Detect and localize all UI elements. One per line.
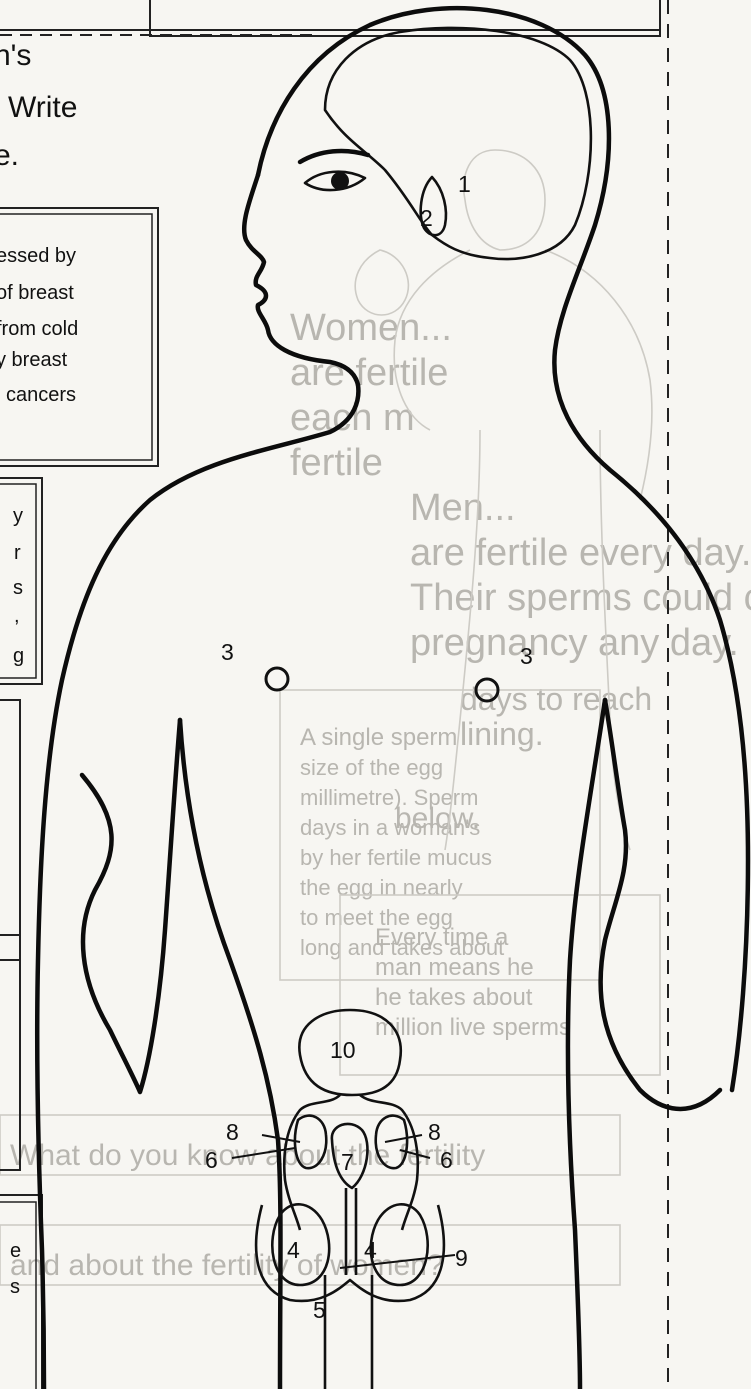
- label-tube-right: 6: [440, 1147, 453, 1173]
- label-brain-2: 2: [420, 205, 433, 231]
- label-vesicle-left: 8: [226, 1119, 239, 1145]
- label-bladder: 10: [330, 1037, 356, 1063]
- breast-left-circle: [266, 668, 288, 690]
- fragment-e: g: [13, 645, 24, 667]
- bg-lining: lining.: [460, 716, 544, 752]
- bg-men-l3: pregnancy any day.: [410, 622, 739, 664]
- bg-live-sperms: million live sperms: [375, 1014, 571, 1041]
- eyebrow: [300, 151, 368, 162]
- bg-men-title: Men...: [410, 487, 516, 529]
- info-box-line-2: of breast: [0, 282, 74, 304]
- bg-takes-about: he takes about: [375, 984, 533, 1011]
- top-text-line-2: Write: [8, 91, 77, 124]
- bg-men-l2: Their sperms could cau: [410, 577, 751, 619]
- fragment-a: y: [13, 505, 23, 527]
- top-text-line-3: e.: [0, 139, 19, 172]
- bg-fertile-mucus: by her fertile mucus: [300, 845, 492, 870]
- bg-egg-nearly: the egg in nearly: [300, 875, 463, 900]
- label-breast-left: 3: [221, 639, 234, 665]
- bg-size-egg: size of the egg: [300, 755, 443, 780]
- label-penis: 5: [313, 1297, 326, 1323]
- bg-women-l2: each m: [290, 397, 415, 439]
- bg-men-l1: are fertile every day.: [410, 532, 751, 574]
- fragment-b: r: [14, 542, 21, 564]
- fragment-c: s: [13, 577, 23, 599]
- top-text-line-1: n's: [0, 39, 31, 72]
- label-testis-right: 4: [364, 1237, 377, 1263]
- info-box-line-3: from cold: [0, 318, 78, 340]
- bg-days-text: days to reach: [460, 681, 652, 717]
- label-testis-left: 4: [287, 1237, 300, 1263]
- label-breast-right: 3: [520, 643, 533, 669]
- label-vesicle-right: 8: [428, 1119, 441, 1145]
- label-tube-left: 6: [205, 1147, 218, 1173]
- label-brain-1: 1: [458, 171, 471, 197]
- label-prostate: 7: [341, 1149, 354, 1175]
- fragment-box-2: [0, 700, 20, 960]
- brain-outline: [325, 28, 591, 259]
- bg-single-sperm: A single sperm: [300, 724, 457, 751]
- bg-below: below.: [395, 802, 480, 835]
- info-box-line-4: y breast: [0, 349, 68, 371]
- info-box-line-1: essed by: [0, 245, 76, 267]
- background-text: Women... are fertile each m fertile Men.…: [0, 150, 751, 1285]
- bg-man-means: man means he: [375, 954, 534, 981]
- eye-pupil: [331, 172, 349, 190]
- fragment-g: s: [10, 1276, 20, 1298]
- bg-every-time: Every time a: [375, 924, 509, 951]
- bg-women-l3: fertile: [290, 442, 383, 484]
- label-urethra: 9: [455, 1245, 468, 1271]
- bg-ghost-figure-small: [355, 250, 408, 315]
- fragment-f: e: [10, 1240, 21, 1262]
- fragment-box-3: [0, 935, 20, 1170]
- top-box-outer: [0, 0, 660, 30]
- left-arm-inner: [82, 720, 180, 1092]
- left-torso-side: [180, 720, 281, 1389]
- fragment-d: ,: [14, 605, 20, 627]
- info-box-line-5: l cancers: [0, 384, 76, 406]
- bg-question-2: and about the fertility of women?: [10, 1249, 444, 1282]
